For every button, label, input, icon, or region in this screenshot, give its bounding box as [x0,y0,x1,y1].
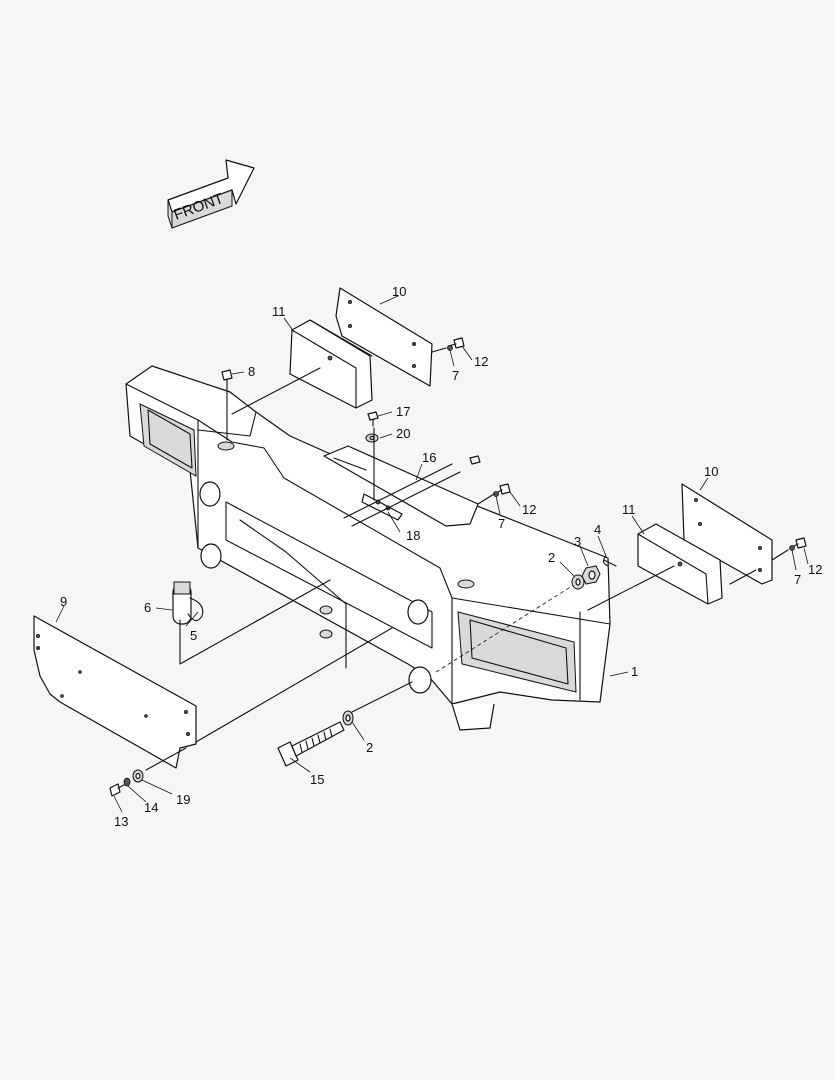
bolt-15 [277,721,345,767]
callout-11-right: 11 [622,502,636,517]
callout-6: 6 [144,600,151,615]
callout-4: 4 [594,522,601,537]
callout-13: 13 [114,814,128,829]
washer-7-top [447,345,453,351]
callout-12-mid: 12 [522,502,536,517]
callout-labels: 1 2 2 3 4 5 6 7 7 7 8 9 10 10 11 11 12 1… [60,284,822,829]
nut-3 [581,565,601,585]
pin-6 [172,581,204,625]
bolt-16-screw [469,455,481,465]
callout-10-right: 10 [704,464,718,479]
bolt-13 [109,783,125,797]
callout-20: 20 [396,426,410,441]
callout-5: 5 [190,628,197,643]
callout-9: 9 [60,594,67,609]
callout-15: 15 [310,772,324,787]
bolt-12-top [447,337,465,349]
callout-7-top: 7 [452,368,459,383]
bracket-11-right [637,523,723,605]
washer-20 [365,433,379,443]
callout-12-top: 12 [474,354,488,369]
bolt-17 [367,411,379,427]
callout-2-right: 2 [548,550,555,565]
license-plate-9 [33,615,197,769]
front-weight-bumper [125,365,611,731]
clip-4 [602,555,617,567]
washer-2-right [571,574,585,590]
callout-16: 16 [422,450,436,465]
assembly-lines [145,347,789,771]
callout-18: 18 [406,528,420,543]
callout-8: 8 [248,364,255,379]
bracket-11-top [289,319,373,409]
bolt-8 [221,369,233,389]
callout-14: 14 [144,800,158,815]
nut-14 [123,777,131,787]
callout-12-right: 12 [808,562,822,577]
callout-10-top: 10 [392,284,406,299]
washer-2-bolt [342,710,354,726]
front-arrow-icon: FRONT [167,159,255,229]
callout-leaders [55,295,809,813]
callout-3: 3 [574,534,581,549]
callout-7-mid: 7 [498,516,505,531]
callout-17: 17 [396,404,410,419]
callout-19: 19 [176,792,190,807]
callout-11-top: 11 [272,304,286,319]
callout-7-right: 7 [794,572,801,587]
washer-7-right [789,545,795,551]
callout-2-bolt: 2 [366,740,373,755]
plate-10-right [681,483,773,585]
plate-10-top [335,287,433,387]
callout-1: 1 [631,664,638,679]
washer-19 [132,769,144,783]
